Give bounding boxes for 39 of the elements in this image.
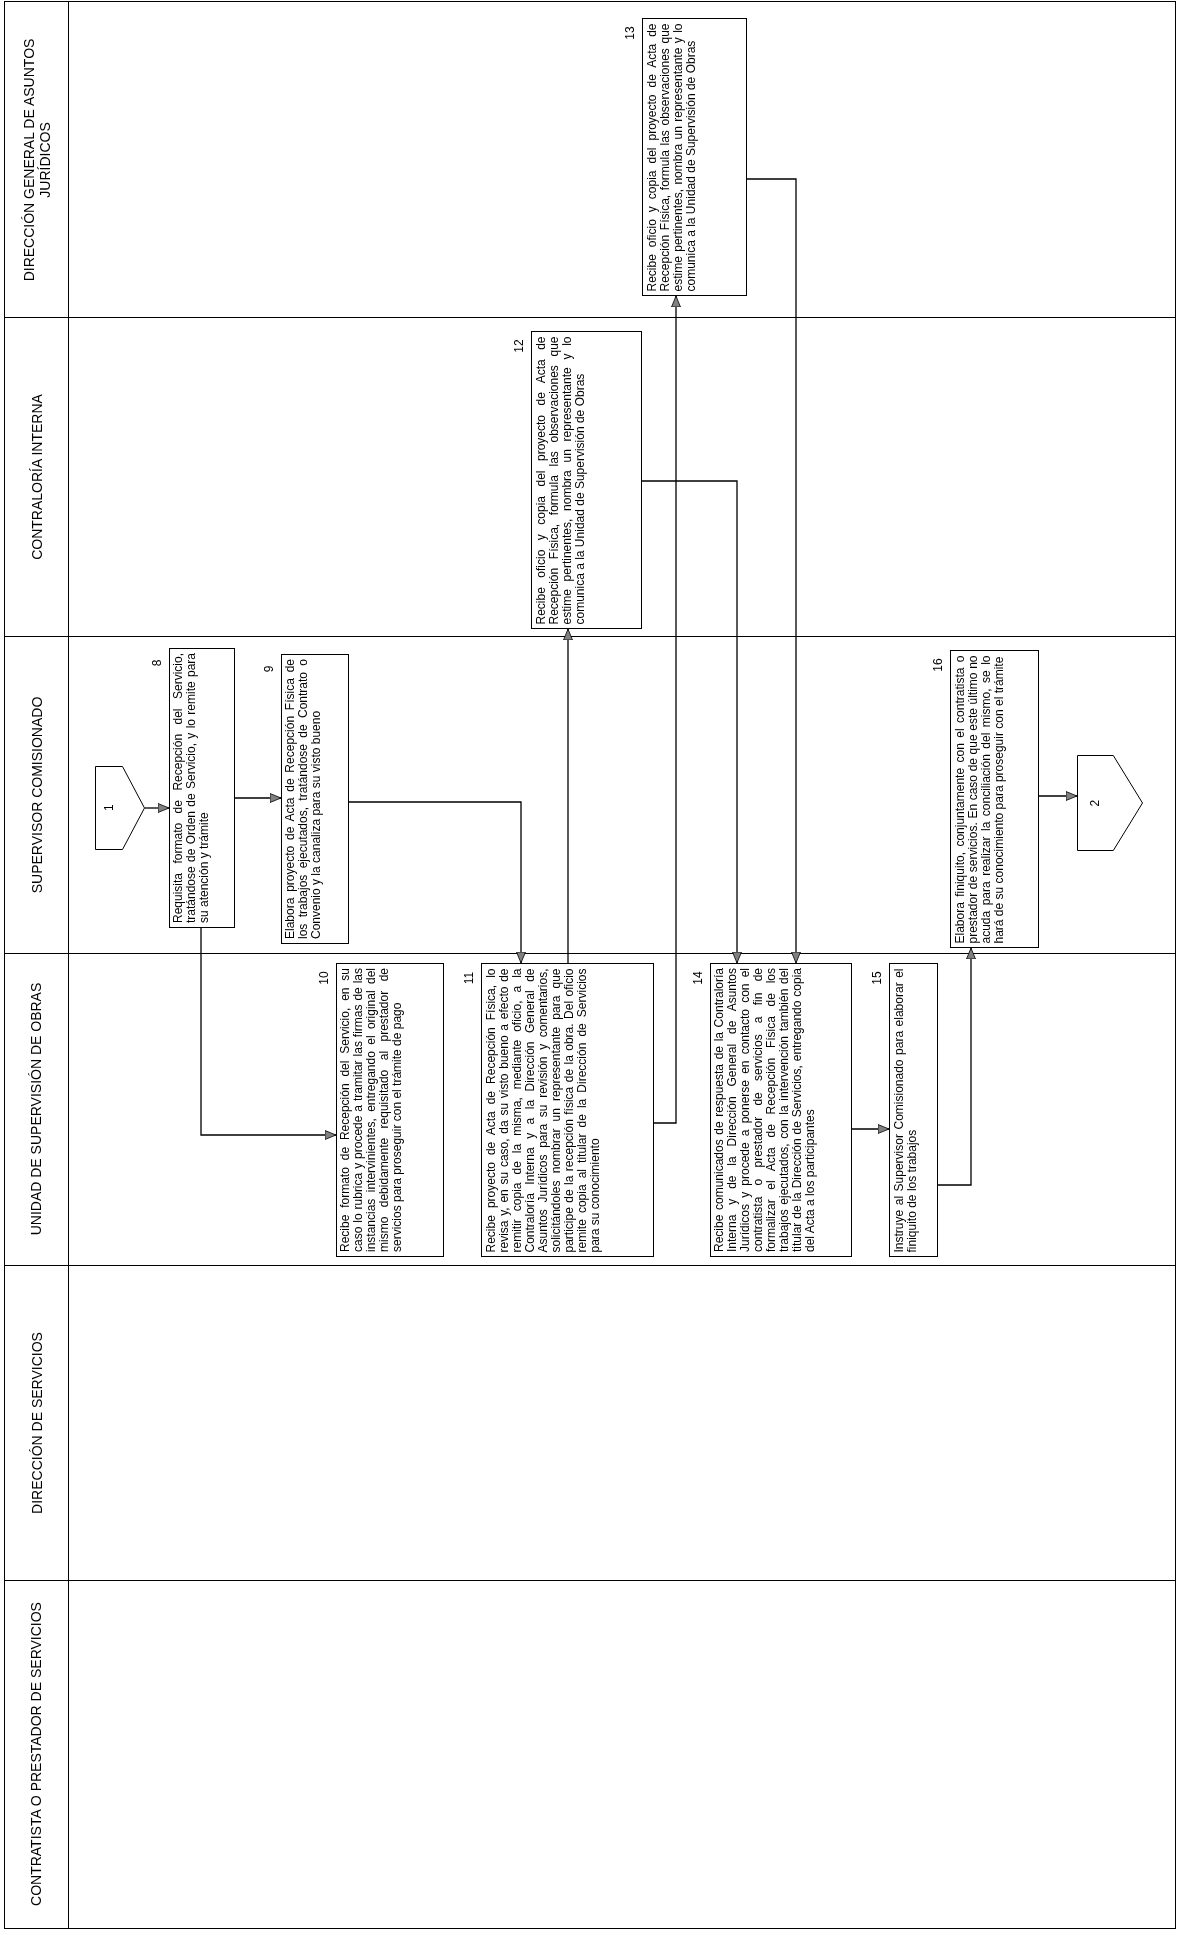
step-number: 10 xyxy=(317,971,331,985)
step-text: Recibe formato de Recepción del Servicio, en su caso lo rubrica y procede a tramitar las firmas de las instancias intervinientes, entregando el original del mismo debidamente requisitado al prestador de servicios para proseguir con el trámite de pago xyxy=(337,967,405,1254)
step-number: 11 xyxy=(462,971,476,985)
lane-title: DIRECCIÓN GENERAL DE ASUNTOS JURÍDICOS xyxy=(20,37,52,283)
flow-arrow xyxy=(348,801,526,964)
flow-arrow xyxy=(641,480,742,964)
step-text: Recibe oficio y copia del proyecto de Acta de Recepción Física, formula las observaciones que estime pertinentes, nombra un representante y lo comunica a la Unidad de Supervisión de Obras xyxy=(643,22,699,293)
step-number: 15 xyxy=(870,971,884,985)
step-number: 8 xyxy=(150,659,164,667)
step-text: Recibe comunicados de respuesta de la Contraloría Interna y de la Dirección General de Asuntos Jurídicos y procede a ponerse en contacto con el contratista o prestador de servicios a fin de formalizar el Acta de Recepción Física de los trabajos ejecutados, con la intervención también del titular de la Dirección de Servicios, entregando copia del Acta a los participantes xyxy=(711,967,818,1254)
lane-title: CONTRALORÍA INTERNA xyxy=(28,392,44,562)
off-page-connector xyxy=(1077,755,1143,851)
connector-number: 2 xyxy=(1088,799,1103,807)
step-number: 16 xyxy=(931,658,945,672)
step-text: Requisita formato de Recepción del Servicio, tratándose de Orden de Servicio, y lo remite para su atención y trámite xyxy=(170,652,212,925)
step-text: Recibe oficio y copia del proyecto de Acta de Recepción Física, formula las observaciones que estime pertinentes, nombra un representante y lo comunica a la Unidad de Supervisión de Obras xyxy=(532,335,588,626)
step-text: Recibe proyecto de Acta de Recepción Física, lo revisa y, en su caso, da su visto bueno a efecto de remitir copia de la misma, mediante oficio, a la Contraloría Interna y a la Dirección General de Asuntos Jurídicos para su revisión y comentarios, solicitándoles nombrar un representante para que participe de la recepción física de la obra. Del oficio remite copia al titular de la Dirección de Servicios para su conocimiento xyxy=(482,967,603,1255)
off-page-connector xyxy=(95,766,145,850)
step-text: Elabora finiquito, conjuntamente con el contratista o prestador de servicios. En caso de que este último no acuda para realizar la conciliación del mismo, se lo hará de su conocimiento para proseguir con el trámite xyxy=(951,654,1007,945)
flow-arrow xyxy=(653,295,681,1124)
step-number: 9 xyxy=(262,665,276,673)
connector-number: 1 xyxy=(101,804,116,812)
flow-arrow xyxy=(1038,791,1078,801)
step-number: 13 xyxy=(623,26,637,40)
lane-title: SUPERVISOR COMISIONADO xyxy=(28,695,44,895)
lane-title: UNIDAD DE SUPERVISIÓN DE OBRAS xyxy=(28,981,44,1238)
flow-arrow xyxy=(144,803,170,813)
flow-arrow xyxy=(563,628,573,964)
lane-title: DIRECCIÓN DE SERVICIOS xyxy=(28,1330,44,1516)
flow-arrow xyxy=(200,927,337,1140)
flow-arrow xyxy=(851,1124,890,1134)
step-text: Elabora proyecto de Acta de Recepción Física de los trabajos ejecutados, tratándose de Contrato o Convenio y la canaliza para su visto bueno xyxy=(282,658,324,941)
step-number: 12 xyxy=(512,339,526,353)
step-number: 14 xyxy=(691,971,705,985)
flow-arrow xyxy=(746,178,801,964)
flow-arrow xyxy=(234,793,282,803)
step-text: Instruye al Supervisor Comisionado para elaborar el finiquito de los trabajos xyxy=(890,967,920,1255)
flow-arrow xyxy=(937,947,976,1186)
lane-title: CONTRATISTA O PRESTADOR DE SERVICIOS xyxy=(28,1601,44,1908)
